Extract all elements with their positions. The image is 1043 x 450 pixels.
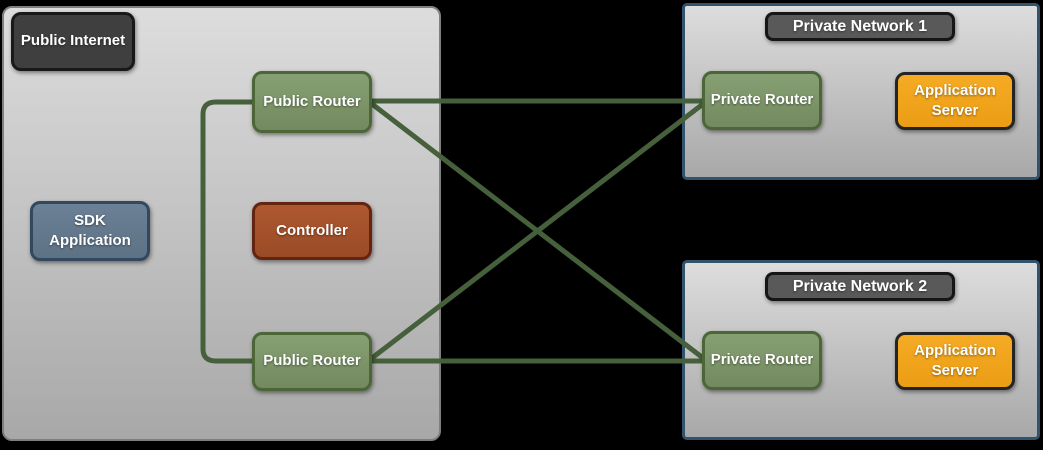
sdk-application-label: SDK Application — [49, 211, 131, 249]
public-internet-label-badge: Public Internet — [11, 12, 135, 71]
private-router-1-node: Private Router — [702, 71, 822, 130]
application-server-2-node: Application Server — [895, 332, 1015, 390]
private-router-1-label: Private Router — [710, 91, 814, 109]
private-network-2-label-badge: Private Network 2 — [765, 272, 955, 301]
private-router-2-node: Private Router — [702, 331, 822, 390]
sdk-application-node: SDK Application — [30, 201, 150, 261]
public-router-bottom-label: Public Router — [263, 352, 361, 370]
public-router-bottom-node: Public Router — [252, 332, 372, 391]
private-network-1-label-badge: Private Network 1 — [765, 12, 955, 41]
controller-node: Controller — [252, 202, 372, 260]
controller-label: Controller — [276, 221, 348, 239]
application-server-1-node: Application Server — [895, 72, 1015, 130]
public-router-top-node: Public Router — [252, 71, 372, 133]
application-server-1-label: Application Server — [914, 81, 996, 119]
private-network-1-label: Private Network 1 — [792, 17, 928, 35]
public-internet-label: Public Internet — [20, 32, 126, 50]
private-network-2-label: Private Network 2 — [792, 277, 928, 295]
public-router-top-label: Public Router — [263, 92, 361, 110]
application-server-2-label: Application Server — [914, 341, 996, 379]
private-router-2-label: Private Router — [710, 351, 814, 369]
